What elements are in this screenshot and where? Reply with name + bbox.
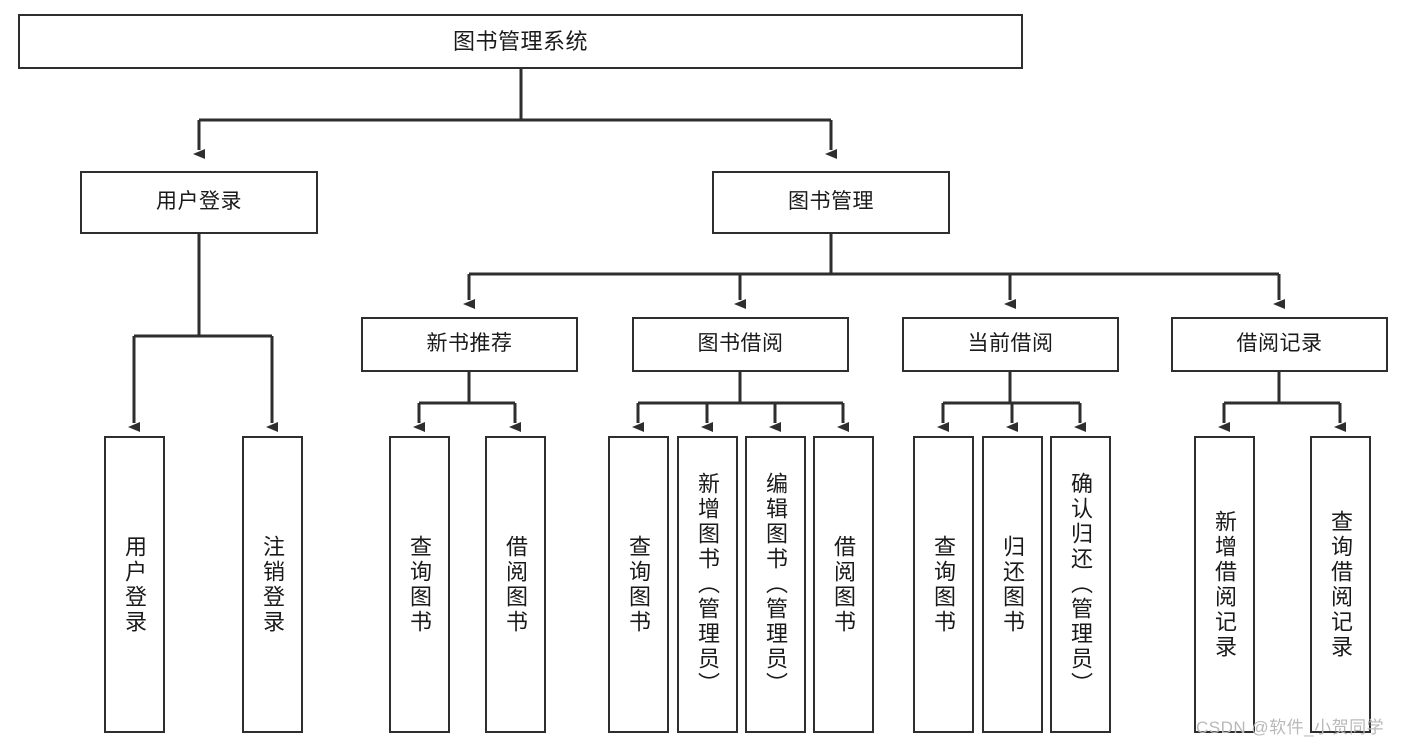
node-new-book-recommend[interactable]: 新书推荐 <box>361 317 578 372</box>
node-label: 查询图书 <box>931 534 957 635</box>
node-label: 借阅记录 <box>1236 332 1323 356</box>
node-label: 查询借阅记录 <box>1328 509 1354 660</box>
node-borrow-record[interactable]: 借阅记录 <box>1171 317 1388 372</box>
node-book-management[interactable]: 图书管理 <box>712 171 950 234</box>
leaf-current-return-book[interactable]: 归还图书 <box>982 436 1043 733</box>
node-label: 编辑图书（管理员） <box>763 472 789 697</box>
node-label: 查询图书 <box>626 534 652 635</box>
node-label: 用户登录 <box>122 534 148 635</box>
node-label: 归还图书 <box>1000 534 1026 635</box>
leaf-record-query-borrow-record[interactable]: 查询借阅记录 <box>1310 436 1371 733</box>
node-label: 当前借阅 <box>967 332 1054 356</box>
node-label: 新书推荐 <box>426 332 513 356</box>
node-label: 图书借阅 <box>697 332 784 356</box>
leaf-borrow-edit-book-admin[interactable]: 编辑图书（管理员） <box>745 436 806 733</box>
node-label: 借阅图书 <box>503 534 529 635</box>
leaf-borrow-query-book[interactable]: 查询图书 <box>608 436 669 733</box>
node-label: 图书管理系统 <box>452 28 588 54</box>
leaf-user-logout[interactable]: 注销登录 <box>242 436 303 733</box>
node-label: 注销登录 <box>260 534 286 635</box>
node-label: 借阅图书 <box>831 534 857 635</box>
node-label: 新增图书（管理员） <box>695 472 721 697</box>
csdn-watermark: CSDN @软件_小贺同学 <box>1196 718 1385 737</box>
node-book-borrow[interactable]: 图书借阅 <box>632 317 849 372</box>
leaf-borrow-add-book-admin[interactable]: 新增图书（管理员） <box>677 436 738 733</box>
leaf-user-login[interactable]: 用户登录 <box>104 436 165 733</box>
node-current-borrow[interactable]: 当前借阅 <box>902 317 1119 372</box>
node-root-system[interactable]: 图书管理系统 <box>18 14 1023 69</box>
node-label: 新增借阅记录 <box>1212 509 1238 660</box>
leaf-current-confirm-return-admin[interactable]: 确认归还（管理员） <box>1050 436 1111 733</box>
leaf-record-add-borrow-record[interactable]: 新增借阅记录 <box>1194 436 1255 733</box>
leaf-current-query-book[interactable]: 查询图书 <box>913 436 974 733</box>
leaf-recommend-borrow-book[interactable]: 借阅图书 <box>485 436 546 733</box>
leaf-borrow-borrow-book[interactable]: 借阅图书 <box>813 436 874 733</box>
node-label: 确认归还（管理员） <box>1068 472 1094 697</box>
node-label: 图书管理 <box>788 190 874 214</box>
node-user-login[interactable]: 用户登录 <box>80 171 318 234</box>
leaf-recommend-query-book[interactable]: 查询图书 <box>389 436 450 733</box>
node-label: 查询图书 <box>407 534 433 635</box>
node-label: 用户登录 <box>156 190 242 214</box>
